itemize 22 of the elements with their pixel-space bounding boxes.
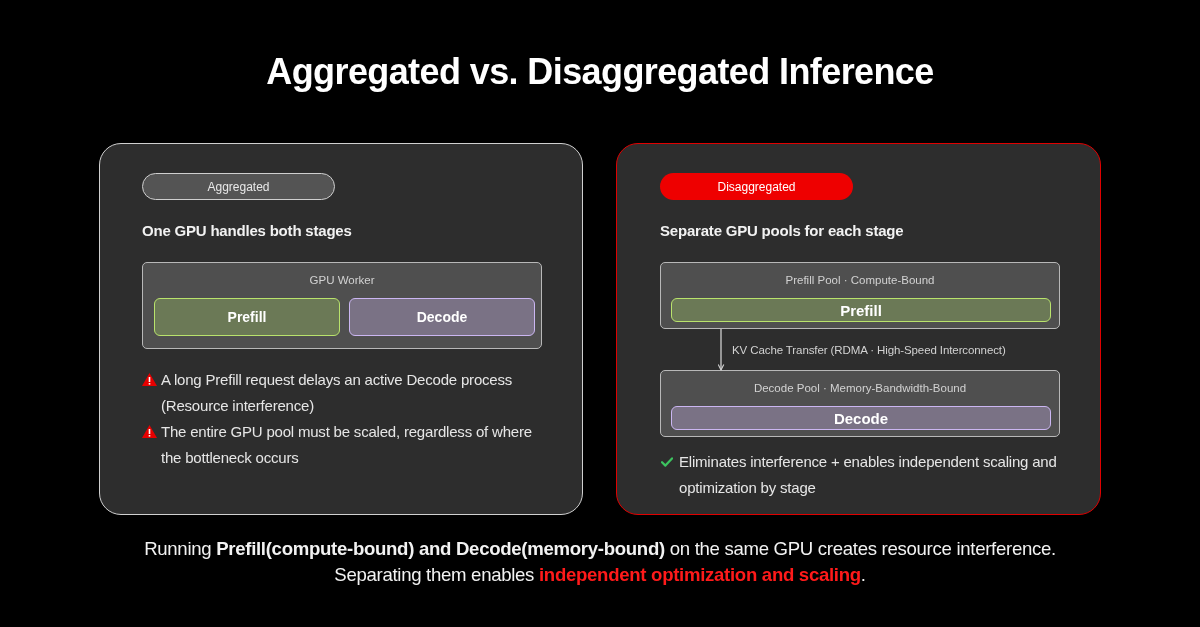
warning-note: The entire GPU pool must be scaled, regardless of where the bottleneck occurs xyxy=(161,422,533,468)
stage-block: Decode xyxy=(349,298,535,336)
card-heading: One GPU handles both stages xyxy=(142,221,352,241)
card-heading: Separate GPU pools for each stage xyxy=(660,221,904,241)
stage-bar: Decode xyxy=(671,406,1051,430)
comparison-card xyxy=(99,143,583,515)
stage-bar: Prefill xyxy=(671,298,1051,322)
title: Aggregated vs. Disaggregated Inference xyxy=(266,50,934,94)
worker-group xyxy=(142,262,542,349)
warning-note: A long Prefill request delays an active Decode process (Resource interference) xyxy=(161,370,514,416)
pool-group xyxy=(660,262,1060,329)
benefit-note: Eliminates interference + enables independent scaling and optimization by stage xyxy=(679,452,1058,498)
group-header: Decode Pool · Memory-Bandwidth-Bound xyxy=(753,381,967,395)
pool-group xyxy=(660,370,1060,437)
caption: Running Prefill(compute-bound) and Decode(memory-bound) on the same GPU creates resource interference. Separating them enables independent optimization and scaling. xyxy=(143,537,1057,587)
arrow xyxy=(717,328,725,371)
group-header: GPU Worker xyxy=(309,273,375,287)
mode-tag: Aggregated xyxy=(142,173,335,200)
mode-tag: Disaggregated xyxy=(660,173,853,200)
stage-block: Prefill xyxy=(154,298,340,336)
comparison-card xyxy=(616,143,1101,515)
group-header: Prefill Pool · Compute-Bound xyxy=(785,273,935,287)
